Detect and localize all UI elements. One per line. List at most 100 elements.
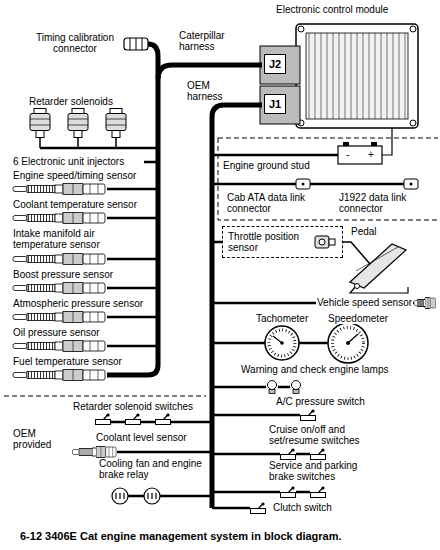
data-link-connectors	[296, 179, 418, 189]
caterpillar-harness	[158, 65, 262, 79]
sensor-icons	[13, 283, 105, 294]
ecm-housing	[296, 24, 418, 128]
ecm-housing	[260, 86, 300, 124]
part-label: Retarder solenoids	[28, 96, 114, 107]
figure-caption: 6-12 3406E Cat engine management system …	[20, 530, 342, 542]
polarity-sign: +	[367, 149, 375, 160]
level-sensor-icon	[72, 447, 116, 458]
switch-icons	[281, 448, 296, 459]
speedometer-gauge	[348, 334, 358, 343]
lamp-icons	[268, 381, 277, 394]
part-label: OEM harness	[186, 80, 244, 102]
speedometer-gauge	[333, 328, 364, 359]
timing-connector	[124, 38, 148, 50]
part-label: Tachometer	[255, 313, 309, 324]
oem-harness	[382, 128, 392, 155]
part-label: Retarder solenoid switches	[72, 401, 194, 412]
switch-icons	[301, 409, 316, 420]
part-label: Intake manifold air temperature sensor	[12, 228, 114, 250]
part-label: Coolant level sensor	[95, 432, 188, 443]
ecm-housing	[410, 120, 416, 126]
retarder-solenoid-icons	[30, 109, 50, 138]
timing-connector	[136, 38, 137, 50]
ecm-housing	[410, 26, 416, 32]
data-link-connectors	[296, 179, 310, 189]
part-label: Atmospheric pressure sensor	[12, 298, 144, 309]
timing-connector	[142, 38, 143, 50]
lamp-icons	[292, 381, 301, 394]
throttle-sensor-icon	[313, 232, 337, 252]
throttle-sensor-icon	[319, 239, 325, 245]
connector-box: J2	[264, 54, 286, 74]
battery-symbol	[371, 142, 377, 146]
part-label: 6 Electronic unit injectors	[12, 156, 125, 167]
switch-icons	[311, 448, 326, 459]
sensor-icons	[13, 312, 105, 323]
sensor-icons	[13, 341, 105, 352]
caterpillar-harness	[40, 138, 116, 148]
tachometer-gauge	[269, 330, 295, 356]
part-label: Engine ground stud	[222, 160, 311, 171]
part-label: Cab ATA data link connector	[226, 192, 308, 214]
sensor-icons	[13, 370, 105, 381]
part-label: Caterpillar harness	[178, 30, 242, 52]
timing-connector	[124, 38, 148, 50]
polarity-sign: -	[345, 149, 350, 160]
switch-icons	[311, 486, 326, 497]
battery-symbol	[338, 146, 382, 164]
part-label: Oil pressure sensor	[12, 327, 101, 338]
part-label: Warning and check engine lamps	[240, 364, 390, 375]
connector-label: J2	[269, 58, 281, 70]
retarder-solenoid-icons	[30, 109, 126, 138]
tachometer-gauge	[265, 326, 299, 360]
part-label: Cooling fan and engine brake relay	[98, 458, 206, 480]
ecm-housing	[306, 33, 408, 119]
switch-icons	[281, 486, 296, 497]
speed-sensor-icon	[414, 298, 435, 309]
sensor-icons	[13, 184, 105, 381]
part-label: J1922 data link connector	[338, 192, 430, 214]
relay-icons	[112, 488, 160, 504]
part-label: A/C pressure switch	[275, 396, 366, 407]
retarder-solenoid-icons	[106, 109, 126, 138]
pedal-icon	[355, 284, 360, 289]
pedal-icon	[356, 247, 398, 271]
throttle-sensor-icon	[315, 236, 329, 248]
battery-symbol	[343, 142, 349, 146]
part-label: Coolant temperature sensor	[12, 199, 138, 210]
speedometer-gauge	[328, 323, 368, 363]
tachometer-gauge	[265, 326, 299, 360]
sensor-icons	[13, 184, 105, 195]
part-label: Boost pressure sensor	[12, 269, 114, 280]
switch-icons	[96, 413, 111, 424]
data-link-connectors	[404, 179, 418, 189]
throttle-sensor-icon	[329, 239, 335, 245]
part-label: Engine speed/timing sensor	[12, 170, 137, 181]
relay-icons	[116, 493, 156, 499]
data-link-connectors	[302, 183, 305, 186]
part-label: Speedometer	[327, 313, 389, 324]
boundary-dashes	[4, 138, 438, 396]
part-label: Pedal	[350, 226, 378, 237]
battery-symbol	[338, 142, 382, 164]
ecm-housing	[298, 26, 304, 32]
part-label: Service and parking brake switches	[268, 460, 380, 482]
timing-connector	[130, 38, 131, 50]
ecm-module: Electronic control moduleJ2J1	[256, 4, 424, 132]
part-label: Timing calibration connector	[28, 32, 122, 54]
ecm-housing	[260, 46, 300, 84]
part-label: Clutch switch	[272, 502, 333, 513]
ecm-housing	[260, 24, 418, 128]
tachometer-gauge	[280, 341, 284, 345]
sensor-label: Throttle position sensor	[228, 231, 308, 253]
part-label: OEM provided	[12, 428, 70, 450]
oem-harness	[95, 422, 212, 496]
connector-label: J1	[269, 98, 281, 110]
lamp-icons	[268, 381, 301, 394]
boundary-dashes	[4, 396, 206, 397]
switch-icons	[126, 413, 141, 424]
module-title: Electronic control module	[276, 4, 388, 15]
switch-icons	[156, 413, 171, 424]
speedometer-gauge	[346, 341, 350, 345]
